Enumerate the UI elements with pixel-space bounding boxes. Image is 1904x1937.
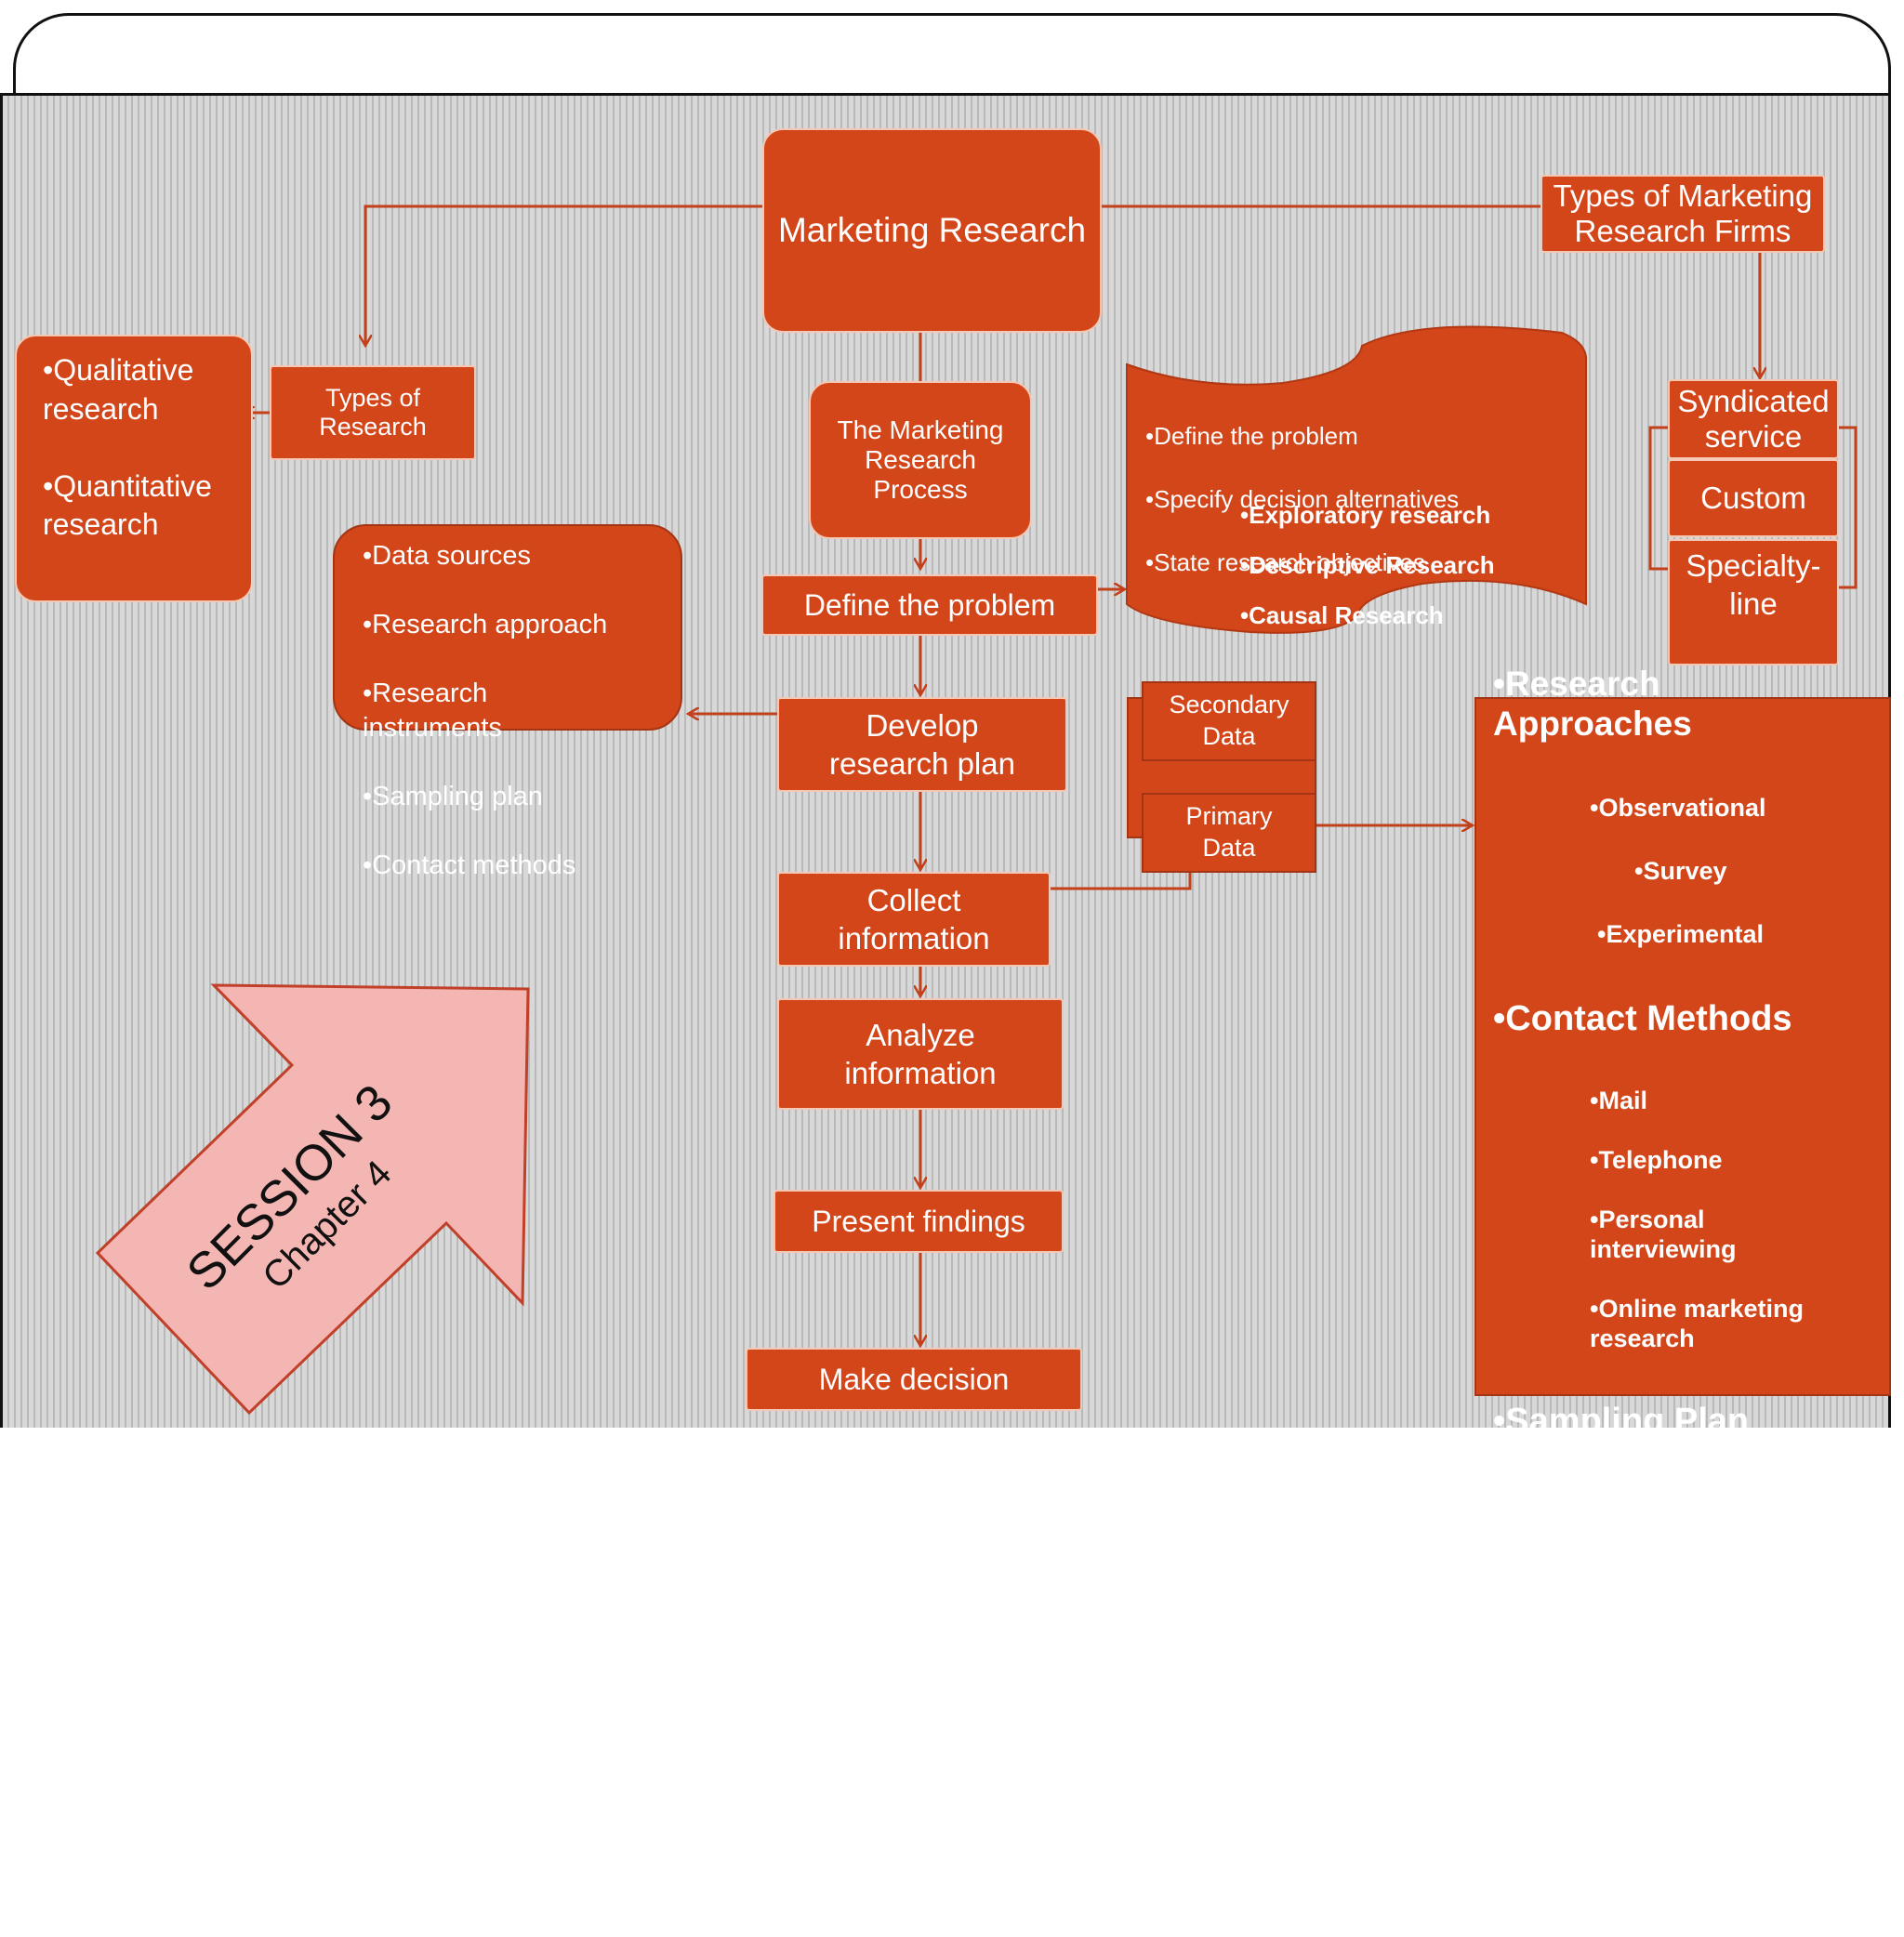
research-type-item: •Causal Research — [1240, 601, 1444, 629]
plan-item: •Contact methods — [363, 850, 576, 880]
research-instruments-heading: •Research Instruments — [1493, 1666, 1696, 1745]
instrument-item: •Questionnaire — [1590, 1796, 1767, 1824]
research-approaches-panel[interactable] — [1474, 697, 1891, 1396]
approach-item: •Observational — [1590, 794, 1766, 822]
contact-items: •Mail •Telephone •Personal interviewing … — [1493, 1056, 1839, 1383]
make-decision-node[interactable]: Make decision — [746, 1348, 1082, 1411]
contact-item: •Personal interviewing — [1590, 1206, 1737, 1263]
analyze-information-node[interactable]: Analyze information — [777, 998, 1064, 1110]
sampling-plan-heading: •Sampling Plan — [1493, 1402, 1750, 1441]
types-of-firms-node[interactable]: Types of Marketing Research Firms — [1540, 175, 1825, 253]
custom-node[interactable]: Custom — [1668, 459, 1839, 537]
bracket-firm-types — [1648, 426, 1858, 589]
contact-methods-heading: •Contact Methods — [1493, 999, 1792, 1038]
qualitative-quantitative-node[interactable]: •Qualitative research •Quantitative rese… — [15, 335, 253, 602]
primary-data-node[interactable]: Primary Data — [1142, 793, 1316, 873]
research-type-item: •Descriptive Research — [1240, 551, 1495, 579]
document-shape — [1126, 325, 1587, 634]
research-process-node[interactable]: The Marketing Research Process — [809, 381, 1032, 539]
define-item: •Define the problem — [1145, 422, 1358, 450]
research-plan-components[interactable] — [333, 524, 682, 731]
research-types-list: •Exploratory research •Descriptive Resea… — [1240, 478, 1495, 653]
sampling-item: •Non probability Samples — [1590, 1556, 1783, 1615]
research-approaches-heading: •Research Approaches — [1493, 665, 1692, 743]
define-problem-node[interactable]: Define the problem — [761, 574, 1098, 636]
connector-mr-types — [365, 204, 762, 346]
approach-items: •Observational •Survey •Experimental — [1493, 760, 1839, 982]
define-item: •State research objectives — [1145, 548, 1426, 576]
instrument-item: •Mechanical Devices — [1553, 1859, 1799, 1887]
contact-item: •Telephone — [1590, 1146, 1723, 1174]
research-type-item: •Exploratory research — [1240, 501, 1491, 529]
contact-item: •Online marketing research — [1590, 1295, 1805, 1352]
types-of-research-node[interactable]: Types of Research — [270, 365, 476, 460]
develop-plan-node[interactable]: Develop research plan — [777, 697, 1067, 792]
marketing-research-node[interactable]: Marketing Research — [762, 128, 1102, 333]
approaches-list: •Research Approaches •Observational •Sur… — [1493, 647, 1839, 1937]
secondary-data-node[interactable]: Secondary Data — [1142, 681, 1316, 761]
connector-layer: SESSION 3 Chapter 4 — [95, 204, 1858, 1416]
collect-information-node[interactable]: Collect information — [777, 872, 1051, 967]
session-arrow-icon — [95, 983, 530, 1416]
plan-item: •Sampling plan — [363, 782, 543, 811]
plan-item: •Research instruments — [363, 679, 502, 743]
specialty-line-node[interactable]: Specialty- line — [1668, 539, 1839, 665]
contact-item: •Mail — [1590, 1087, 1647, 1114]
approach-item: •Survey — [1634, 857, 1727, 885]
define-item: •Specify decision alternatives — [1145, 485, 1460, 513]
plan-item: •Research approach — [363, 610, 608, 639]
define-list: •Define the problem •Specify decision al… — [1145, 389, 1459, 610]
approach-item: •Experimental — [1597, 920, 1765, 948]
sampling-item: •Probability Samples — [1590, 1493, 1839, 1521]
present-findings-node[interactable]: Present findings — [774, 1190, 1064, 1253]
instrument-items: •Questionnaire •Mechanical Devices — [1493, 1762, 1839, 1920]
plan-item: •Data sources — [363, 541, 532, 571]
syndicated-service-node[interactable]: Syndicated service — [1668, 379, 1839, 459]
sampling-items: •Probability Samples •Non probability Sa… — [1493, 1459, 1839, 1649]
plan-items: •Data sources •Research approach •Resear… — [363, 505, 607, 917]
